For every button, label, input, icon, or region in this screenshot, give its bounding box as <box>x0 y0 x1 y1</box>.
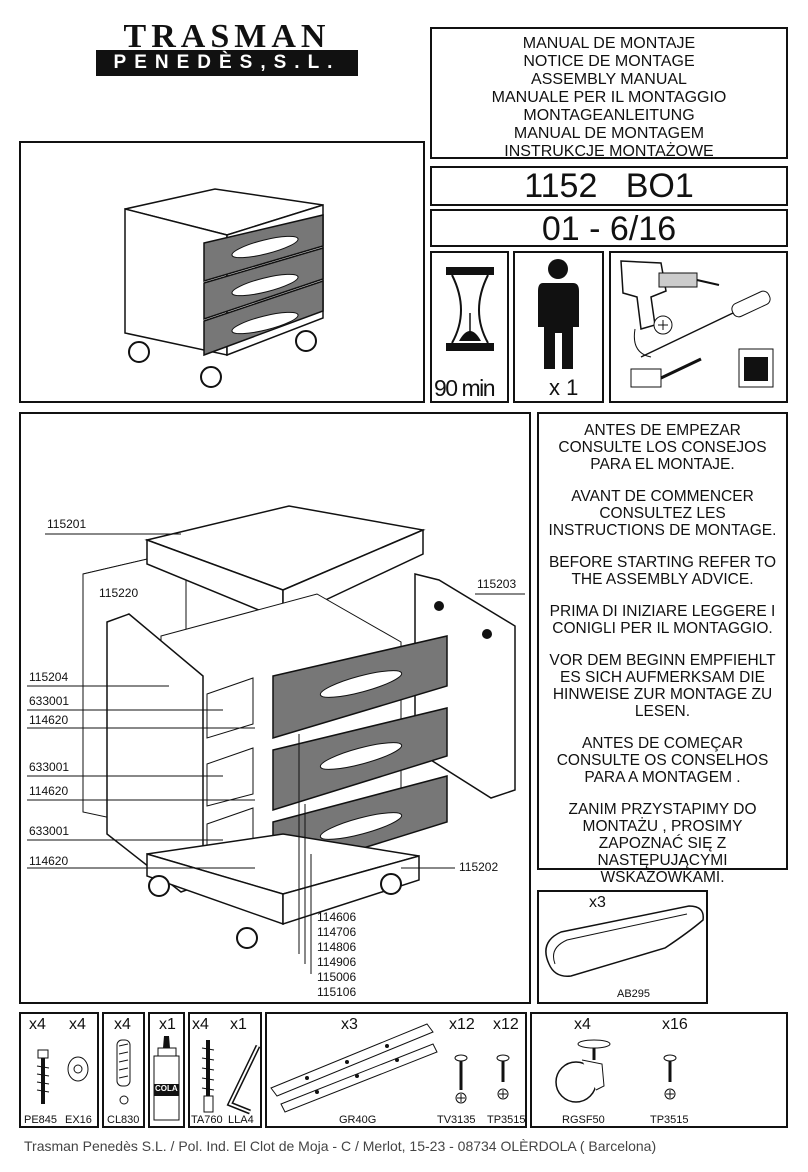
code-tv3135: TV3135 <box>437 1114 476 1126</box>
qty-tp3515-b: x16 <box>662 1016 688 1033</box>
instruction-es: ANTES DE EMPEZAR CONSULTE LOS CONSEJOS P… <box>558 422 767 473</box>
manual-title-box: MANUAL DE MONTAJE NOTICE DE MONTAGE ASSE… <box>430 27 788 160</box>
manual-title-line: MANUALE PER IL MONTAGGIO <box>491 89 727 106</box>
instruction-de: VOR DEM BEGINN EMPFIEHLT ES SICH AUFMERK… <box>549 652 776 720</box>
model-code-box: 1152 BO1 <box>430 166 788 206</box>
code-ta760: TA760 <box>191 1114 223 1126</box>
glue-label: COLA <box>155 1084 178 1093</box>
qty-tp3515-a: x12 <box>493 1016 519 1033</box>
handle-box: x3 AB295 <box>537 890 708 1004</box>
cam-bolt-icon <box>36 1049 89 1104</box>
brand-subtitle: PENEDÈS,S.L. <box>96 50 358 76</box>
label-front-1: 114606 <box>317 910 357 924</box>
instruction-pt: ANTES DE COMEÇAR CONSULTE OS CONSELHOS P… <box>556 735 769 786</box>
chest-of-drawers-illustration <box>124 188 324 388</box>
parts-box-runners: x3 x12 x12 GR40G TV3135 TP3515 <box>265 1012 527 1128</box>
handle-code: AB295 <box>617 988 651 1000</box>
parts-box-screw-key: x4 x1 TA760 LLA4 <box>188 1012 262 1128</box>
model-code: 1152 BO1 <box>524 167 694 205</box>
instruction-fr: AVANT DE COMMENCER CONSULTEZ LES INSTRUC… <box>548 488 777 539</box>
instruction-it: PRIMA DI INIZIARE LEGGERE I CONIGLI PER … <box>549 603 776 637</box>
parts-box-castors: x4 x16 RGSF50 TP3515 <box>530 1012 788 1128</box>
instruction-pl: ZANIM PRZYSTAPIMY DO MONTAŻU , PROSIMY Z… <box>568 801 757 886</box>
label-front-3: 114806 <box>317 940 357 954</box>
manual-title-line: NOTICE DE MONTAGE <box>523 53 695 70</box>
handle-qty: x3 <box>589 894 606 911</box>
parts-box-dowel: x4 CL830 <box>102 1012 145 1128</box>
label-rail-3: 114620 <box>29 854 69 868</box>
label-front-4: 114906 <box>317 955 357 969</box>
manual-title-line: MANUAL DE MONTAGEM <box>513 125 705 142</box>
hourglass-icon <box>446 267 494 351</box>
version-box: 01 - 6/16 <box>430 209 788 247</box>
qty-ex16: x4 <box>69 1016 86 1033</box>
code-lla4: LLA4 <box>228 1114 254 1126</box>
footer-address: Trasman Penedès S.L. / Pol. Ind. El Clot… <box>24 1138 657 1154</box>
parts-box-fixings: x4 x4 PE845 EX16 <box>19 1012 99 1128</box>
qty-cl830: x4 <box>114 1016 131 1033</box>
screw-allen-key-icon <box>201 1040 260 1115</box>
label-front-5: 115006 <box>317 970 357 984</box>
manual-title-line: ASSEMBLY MANUAL <box>531 71 687 88</box>
brand-name: TRASMAN <box>123 18 331 55</box>
person-icon <box>538 259 579 369</box>
code-ex16: EX16 <box>65 1114 92 1126</box>
code-gr40g: GR40G <box>339 1114 377 1126</box>
qty-gr40g: x3 <box>341 1016 358 1033</box>
code-rgsf50: RGSF50 <box>562 1114 605 1126</box>
code-tp3515-a: TP3515 <box>487 1114 526 1126</box>
glue-bottle-icon <box>153 1036 180 1121</box>
manual-title-line: MANUAL DE MONTAJE <box>522 35 696 52</box>
version: 01 - 6/16 <box>541 210 677 248</box>
parts-box-glue: x1 COLA <box>148 1012 185 1128</box>
tools-icon <box>620 260 774 388</box>
qty-cola: x1 <box>159 1016 176 1033</box>
qty-ta760: x4 <box>192 1016 209 1033</box>
handle-icon <box>545 905 704 977</box>
time-label: 90 min <box>434 375 496 401</box>
label-back: 115220 <box>99 586 139 600</box>
label-top: 115201 <box>47 517 87 531</box>
qty-tv3135: x12 <box>449 1016 475 1033</box>
exploded-view-diagram <box>27 505 525 974</box>
instruction-en: BEFORE STARTING REFER TO THE ASSEMBLY AD… <box>548 554 777 588</box>
label-rail-1: 114620 <box>29 713 69 727</box>
assembly-time-box: 90 min <box>430 251 509 403</box>
label-front-6: 115106 <box>317 985 357 999</box>
exploded-view-box: 115201 115220 115203 115204 633001 11462… <box>19 412 531 1004</box>
instructions-box: ANTES DE EMPEZAR CONSULTE LOS CONSEJOS P… <box>537 412 788 886</box>
dowel-icon <box>116 1039 131 1105</box>
product-image-box <box>19 141 425 403</box>
code-cl830: CL830 <box>107 1114 140 1126</box>
manual-title-line: MONTAGEANLEITUNG <box>523 107 695 124</box>
qty-rgsf50: x4 <box>574 1016 591 1033</box>
label-base: 115202 <box>459 860 499 874</box>
persons-label: x 1 <box>549 375 579 400</box>
tools-box <box>609 251 788 403</box>
code-tp3515-b: TP3515 <box>650 1114 689 1126</box>
persons-box: x 1 <box>513 251 604 403</box>
label-front-2: 114706 <box>317 925 357 939</box>
label-guide-2: 633001 <box>29 760 70 774</box>
label-guide-3: 633001 <box>29 824 70 838</box>
castor-icon <box>555 1039 677 1103</box>
label-rail-2: 114620 <box>29 784 69 798</box>
code-pe845: PE845 <box>24 1114 58 1126</box>
manual-title-line: INSTRUKCJE MONTAŻOWE <box>504 143 714 160</box>
qty-lla4: x1 <box>230 1016 247 1033</box>
drawer-runner-icon <box>270 1023 510 1113</box>
qty-pe845: x4 <box>29 1016 46 1033</box>
label-guide-1: 633001 <box>29 694 70 708</box>
label-right-side: 115203 <box>477 577 517 591</box>
label-left-side: 115204 <box>29 670 69 684</box>
